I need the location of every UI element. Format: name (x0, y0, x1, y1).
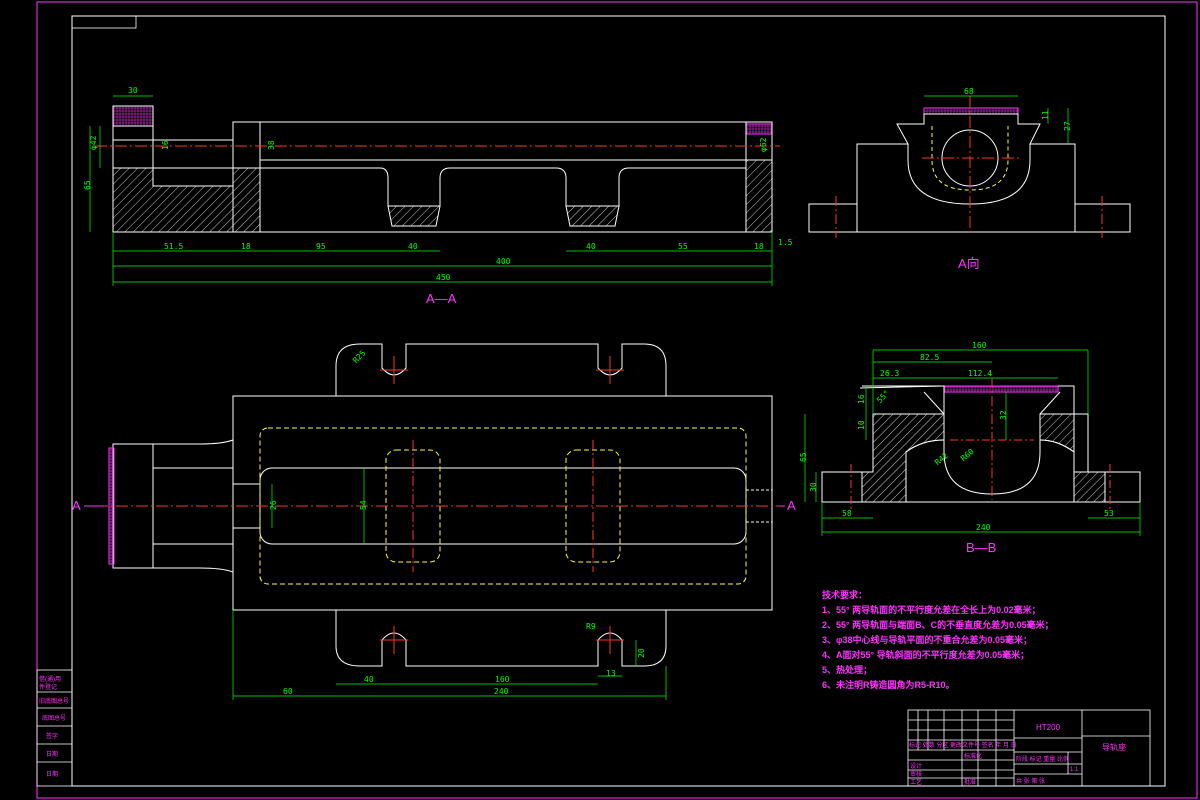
material-label: HT200 (1036, 723, 1061, 732)
side-row-1: 借(通)用 (39, 675, 61, 683)
dim-60: 60 (283, 687, 293, 696)
sheet-frame (36, 1, 1198, 799)
note-4: 4、A面对55° 导轨斜面的不平行度允差为0.05毫米； (822, 649, 1029, 661)
dim-13: 13 (606, 669, 616, 678)
dim-11: 11 (1041, 110, 1050, 120)
stage-label: 阶段 标记 重量 比例 (1016, 755, 1069, 763)
title-block (907, 709, 1151, 787)
dim-55: 55 (678, 242, 688, 251)
dim-r60: R60 (959, 447, 976, 463)
plan-view (96, 343, 785, 667)
section-aa-view (95, 105, 780, 233)
dim-bb-32: 32 (999, 410, 1008, 420)
dim-bb-30: 30 (809, 482, 818, 492)
side-row-3: 旧底图总号 (39, 697, 69, 705)
dim-phi42: φ42 (89, 135, 98, 150)
dim-55-deg: 55° (875, 388, 892, 405)
revision-row-header: 标记 处数 分区 更改文件号 签名 年 月 日 (909, 741, 1017, 749)
cut-marker-left: A (72, 498, 81, 513)
dim-40-right: 40 (586, 242, 596, 251)
section-bb-label: B—B (966, 540, 996, 555)
dim-16: 16 (161, 140, 170, 150)
dim-r9: R9 (586, 622, 596, 631)
title-block-text: HT200 导轨座 标记 处数 分区 更改文件号 签名 年 月 日 标准化 设计… (909, 723, 1126, 786)
view-a (808, 96, 1131, 238)
dim-95: 95 (316, 242, 326, 251)
scale-label: 1:1 (1070, 767, 1079, 773)
dim-18-left: 18 (241, 242, 251, 251)
dim-r25: R25 (351, 348, 368, 365)
dim-51-5: 51.5 (164, 242, 183, 251)
dim-bb-16: 16 (857, 394, 866, 404)
section-bb-view (821, 378, 1141, 512)
process-label: 工艺 (910, 778, 922, 786)
dim-26: 26 (269, 500, 278, 510)
dim-40-left: 40 (408, 242, 418, 251)
dim-54: 54 (359, 500, 368, 510)
dim-82-5: 82.5 (920, 353, 939, 362)
dim-68: 68 (964, 87, 974, 96)
section-bb-labels: 160 82.5 26.3 112.4 16 10 32 65 30 55° R… (799, 341, 1114, 555)
note-1: 1、55° 两导轨面的不平行度允差在全长上为0.02毫米； (822, 604, 1041, 616)
dim-bb-58: 58 (842, 509, 852, 518)
dim-18-right: 18 (754, 242, 764, 251)
dim-400: 400 (496, 257, 511, 266)
approve-label: 批准 (964, 778, 976, 786)
side-table (36, 669, 73, 787)
dim-phi62: φ62 (759, 137, 768, 152)
plan-view-labels: R25 26 54 R9 20 13 60 40 160 240 A A (72, 348, 796, 696)
dim-160: 160 (495, 675, 510, 684)
sheet-count: 共 张 第 张 (1016, 777, 1045, 785)
technical-notes: 技术要求： 1、55° 两导轨面的不平行度允差在全长上为0.02毫米； 2、55… (822, 589, 1054, 690)
notes-title: 技术要求： (822, 589, 867, 600)
note-3: 3、φ38中心线与导轨平面的不重合允差为0.05毫米； (822, 634, 1032, 646)
view-a-dimensions (924, 95, 1069, 144)
dim-bb-240: 240 (976, 523, 991, 532)
section-aa-dimension-labels: 30 φ42 16 38 φ62 65 51.5 18 95 40 40 55 … (83, 86, 793, 306)
dim-1-5: 1.5 (778, 238, 793, 247)
dim-450: 450 (436, 273, 451, 282)
note-6: 6、未注明R铸造圆角为R5-R10。 (822, 679, 955, 690)
side-table-text: 借(通)用 件登记 旧底图总号 底图总号 签字 日期 日期 (39, 675, 69, 778)
dim-27: 27 (1063, 121, 1072, 131)
review-label: 审核 (910, 770, 922, 778)
design-label: 设计 (910, 762, 922, 770)
section-aa-dimensions (89, 95, 773, 286)
cut-marker-right: A (787, 498, 796, 513)
dim-bb-160: 160 (972, 341, 987, 350)
dim-112-4: 112.4 (968, 369, 992, 378)
view-a-labels: 68 11 27 A向 (958, 87, 1072, 271)
dim-40: 40 (364, 675, 374, 684)
dim-30: 30 (128, 86, 138, 95)
plan-view-dimensions (232, 468, 667, 700)
dim-65: 65 (83, 180, 92, 190)
dim-240: 240 (494, 687, 509, 696)
view-a-label: A向 (958, 256, 980, 271)
side-row-6: 日期 (46, 750, 58, 758)
standardize-label: 标准化 (964, 752, 982, 760)
dim-bb-53: 53 (1104, 509, 1114, 518)
note-2: 2、55° 两导轨面与端面B、C的不垂直度允差为0.05毫米； (822, 619, 1054, 631)
dim-20: 20 (637, 648, 646, 658)
section-bb-dimensions (804, 349, 1141, 536)
part-name: 导轨座 (1102, 742, 1126, 752)
dim-r42: R42 (933, 451, 950, 467)
dim-38: 38 (267, 140, 276, 150)
dim-26-3: 26.3 (880, 369, 899, 378)
side-row-5: 签字 (46, 732, 58, 740)
dim-bb-10: 10 (857, 420, 866, 430)
section-aa-hatch (112, 105, 773, 233)
dim-bb-65: 65 (799, 452, 808, 462)
note-5: 5、热处理； (822, 664, 872, 676)
side-row-7: 日期 (46, 770, 58, 778)
section-aa-label: A—A (426, 291, 457, 306)
side-row-2: 件登记 (39, 683, 57, 691)
side-row-4: 底图总号 (42, 714, 66, 722)
